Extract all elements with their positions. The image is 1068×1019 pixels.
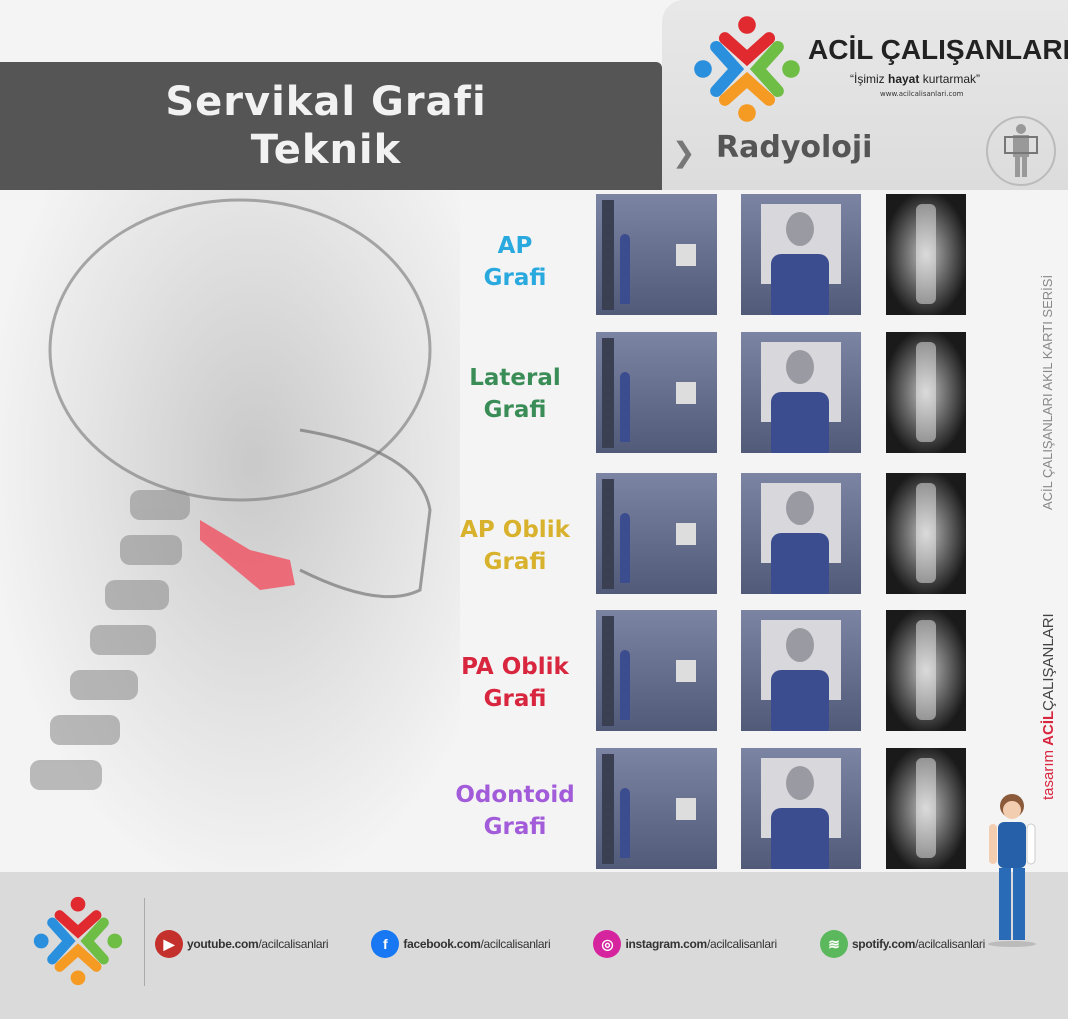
- social-link[interactable]: ◎instagram.com/acilcalisanlari: [593, 930, 777, 958]
- page-title-line1: Servikal Grafi: [165, 79, 487, 125]
- view-label-line1: AP: [497, 233, 533, 259]
- cervical-skull-illustration: [0, 190, 460, 872]
- view-label-line2: Grafi: [483, 686, 547, 712]
- social-link[interactable]: ≋spotify.com/acilcalisanlari: [819, 930, 985, 958]
- brand-name: ACİL ÇALIŞANLARI: [808, 34, 1068, 65]
- social-text: spotify.com/acilcalisanlari: [851, 937, 985, 951]
- social-text: instagram.com/acilcalisanlari: [625, 937, 777, 951]
- view-label-line2: Grafi: [483, 814, 547, 840]
- brand-url: www.acilcalisanlari.com: [880, 90, 964, 98]
- positioning-photo: [741, 610, 861, 731]
- xray-image: [886, 332, 966, 453]
- social-text: youtube.com/acilcalisanlari: [187, 937, 329, 951]
- title-banner: Servikal Grafi Teknik: [0, 62, 662, 190]
- social-link[interactable]: ▶ youtube.com/acilcalisanlari: [155, 930, 329, 958]
- view-label-line2: Grafi: [483, 549, 547, 575]
- design-credit: tasarım ACİLÇALIŞANLARI: [1040, 613, 1057, 800]
- view-label-line2: Grafi: [483, 397, 547, 423]
- chevron-right-icon: ❯: [672, 136, 696, 169]
- xray-image: [886, 473, 966, 594]
- view-label-line1: PA Oblik: [461, 654, 569, 680]
- positioning-photo: [741, 332, 861, 453]
- positioning-photo: [741, 194, 861, 315]
- page-title-line2: Teknik: [250, 127, 402, 173]
- setup-photo: [596, 194, 717, 315]
- instagram-icon: ◎: [593, 930, 622, 958]
- positioning-photo: [741, 748, 861, 869]
- xray-body-icon: [986, 116, 1056, 186]
- view-label-line1: AP Oblik: [460, 517, 570, 543]
- spotify-icon: ≋: [819, 930, 848, 958]
- view-label-line2: Grafi: [483, 265, 547, 291]
- view-label: AP Grafi: [440, 230, 590, 294]
- setup-photo: [596, 610, 717, 731]
- xray-image: [886, 748, 966, 869]
- youtube-icon: ▶: [155, 930, 183, 958]
- brand-slogan: “İşimiz hayat kurtarmak”: [850, 72, 981, 86]
- positioning-photo: [741, 473, 861, 594]
- footer-divider: [144, 898, 145, 986]
- xray-image: [886, 194, 966, 315]
- xray-image: [886, 610, 966, 731]
- nurse-illustration: [988, 794, 1036, 947]
- section-label: Radyoloji: [716, 130, 873, 165]
- footer-logo-icon: [33, 896, 123, 986]
- setup-photo: [596, 473, 717, 594]
- social-text: facebook.com/acilcalisanlari: [403, 937, 551, 951]
- brand-logo-icon: [694, 16, 800, 122]
- view-label-line1: Odontoid: [455, 782, 575, 808]
- setup-photo: [596, 332, 717, 453]
- setup-photo: [596, 748, 717, 869]
- facebook-icon: f: [371, 930, 400, 958]
- series-label: ACİL ÇALIŞANLARI AKIL KARTI SERİSİ: [1040, 274, 1055, 510]
- view-label-line1: Lateral: [469, 365, 561, 391]
